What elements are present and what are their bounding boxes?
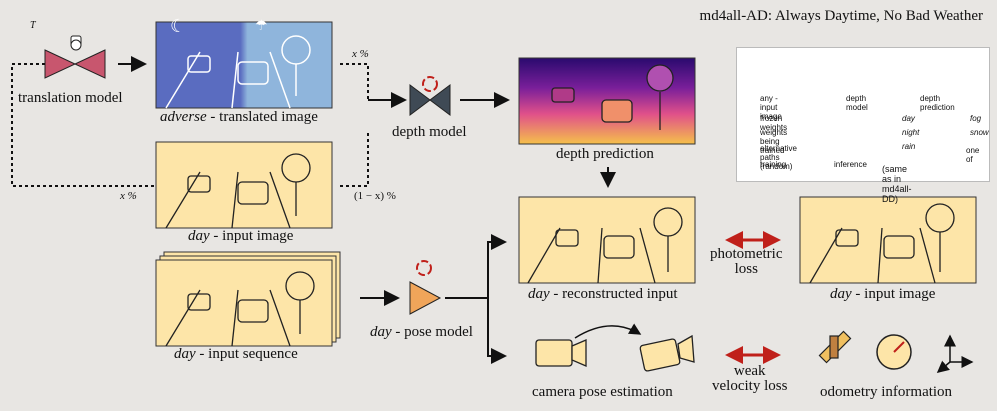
legend-frozen: frozen weights [760, 114, 788, 132]
photometric-loss-label: photometric loss [710, 246, 783, 277]
one-minus-x: (1 − x) % [354, 190, 396, 202]
svg-text:☾: ☾ [170, 16, 186, 36]
depth-model-label: depth model [392, 124, 467, 140]
legend-one-of: one of [966, 146, 980, 164]
t-symbol: T [30, 20, 36, 31]
legend-training: training [760, 160, 787, 169]
svg-text:☂: ☂ [255, 19, 268, 34]
legend-any-input: any - input image [760, 94, 782, 121]
day-input-image [155, 141, 333, 229]
page-title: md4all-AD: Always Daytime, No Bad Weathe… [699, 8, 983, 24]
satellite-icon [818, 330, 852, 364]
x-pct-left: x % [120, 190, 137, 202]
day-sequence-label: day - input sequence [174, 346, 298, 362]
legend-alt-paths: alternative paths (random) [760, 144, 797, 171]
weak-velocity-loss-label: weak velocity loss [712, 363, 788, 394]
day-input-label: day - input image [188, 228, 294, 244]
legend-rain: rain [902, 142, 916, 151]
adverse-label: adverse - translated image [160, 109, 318, 125]
legend-trained: weights being trained [760, 128, 788, 155]
depth-model-icon [409, 76, 451, 116]
x-pct-top: x % [352, 48, 369, 60]
translation-model-icon [44, 35, 106, 79]
speedometer-icon [876, 334, 912, 370]
camera-icon-2 [639, 334, 695, 372]
legend-depth-model: depth model [846, 94, 868, 112]
pose-model-icon [409, 260, 442, 315]
legend-fog: fog [970, 114, 982, 123]
day-input-sequence [155, 259, 333, 347]
day-input-right-label: day - input image [830, 286, 936, 302]
legend-day: day [902, 114, 915, 123]
day-input-image-right [799, 196, 977, 284]
pose-model-label: day - pose model [370, 324, 473, 340]
odometry-label: odometry information [820, 384, 953, 400]
depth-prediction-label: depth prediction [556, 146, 654, 162]
camera-pose-label: camera pose estimation [532, 384, 673, 400]
legend-snow: snow [970, 128, 989, 137]
translation-model-label: translation model [18, 90, 123, 106]
axes-icon [936, 334, 974, 373]
legend-night: night [902, 128, 920, 137]
legend-box [736, 47, 990, 182]
legend-inference: inference [834, 160, 867, 169]
legend-same-as: (same as in md4all-DD) [882, 164, 912, 204]
legend-depth-prediction: depth prediction [920, 94, 955, 112]
adverse-image [155, 21, 333, 109]
reconstructed-label: day - reconstructed input [528, 286, 678, 302]
reconstructed-input-image [518, 196, 696, 284]
camera-icon-1 [535, 339, 587, 367]
